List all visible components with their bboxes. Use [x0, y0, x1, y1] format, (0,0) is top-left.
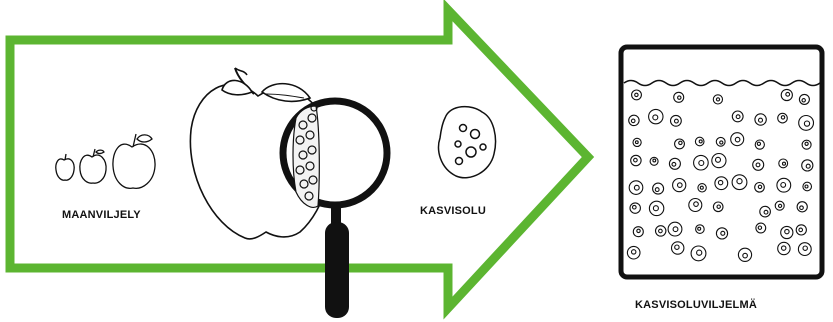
culture-cell-nucleus — [633, 205, 637, 209]
culture-cell-nucleus — [757, 142, 760, 145]
culture-cell-nucleus — [716, 157, 721, 162]
culture-cell-nucleus — [721, 231, 725, 235]
culture-cell-nucleus — [672, 162, 676, 166]
culture-cell-nucleus — [806, 164, 810, 168]
culture-cell-nucleus — [634, 185, 639, 190]
culture-cell-nucleus — [637, 229, 640, 232]
culture-cell-nucleus — [764, 210, 768, 214]
culture-cell-nucleus — [781, 183, 786, 188]
small-apples-icon — [56, 134, 155, 188]
culture-cell-nucleus — [655, 188, 659, 192]
culture-cell-nucleus — [675, 245, 679, 249]
culture-cell-nucleus — [699, 161, 704, 166]
culture-cell-nucleus — [758, 226, 761, 229]
culture-cell-nucleus — [673, 227, 678, 232]
culture-cell-nucleus — [678, 96, 681, 99]
label-plant-cell-culture: KASVISOLUVILJELMÄ — [635, 299, 757, 311]
culture-cell-nucleus — [653, 206, 658, 211]
culture-cell-nucleus — [634, 158, 638, 162]
culture-cell-nucleus — [699, 140, 702, 143]
culture-cell-nucleus — [697, 250, 702, 255]
culture-cell-nucleus — [735, 137, 740, 142]
culture-cell-nucleus — [758, 185, 761, 188]
magnifier-neck — [331, 204, 341, 224]
cell-culture-container-icon — [621, 47, 822, 277]
culture-cell-nucleus — [635, 141, 638, 144]
culture-cell-nucleus — [679, 141, 682, 144]
culture-cell-nucleus — [756, 163, 760, 167]
culture-cell-nucleus — [802, 99, 805, 102]
culture-cell-nucleus — [632, 250, 636, 254]
culture-cell-nucleus — [675, 119, 679, 123]
culture-cell-nucleus — [736, 115, 740, 119]
culture-cell-nucleus — [803, 246, 807, 250]
culture-cell-nucleus — [786, 92, 790, 96]
culture-cell-nucleus — [737, 179, 742, 184]
culture-cell-nucleus — [700, 186, 703, 189]
culture-cell-nucleus — [716, 98, 719, 101]
culture-cell-nucleus — [799, 228, 803, 232]
magnifier-handle — [325, 222, 349, 318]
culture-cell-nucleus — [783, 162, 786, 165]
culture-cell-nucleus — [631, 119, 635, 123]
culture-cell-nucleus — [804, 121, 809, 126]
culture-cell-nucleus — [781, 116, 784, 119]
culture-cell-nucleus — [653, 159, 656, 162]
label-plant-cell: KASVISOLU — [420, 205, 486, 217]
culture-cell-nucleus — [659, 229, 663, 233]
culture-cell-nucleus — [718, 180, 722, 184]
culture-cell-nucleus — [782, 246, 786, 250]
culture-cell-nucleus — [800, 206, 804, 210]
culture-cell-nucleus — [678, 183, 683, 188]
culture-cell-nucleus — [759, 118, 763, 122]
culture-cell-nucleus — [694, 202, 699, 207]
culture-cell-nucleus — [635, 93, 638, 96]
culture-cell-nucleus — [653, 115, 658, 120]
magnified-cells — [293, 105, 319, 207]
culture-cell-nucleus — [805, 185, 808, 188]
plant-cell-icon — [439, 107, 496, 178]
label-agriculture: MAANVILJELY — [62, 209, 141, 221]
culture-cell-nucleus — [717, 205, 720, 208]
culture-cell-nucleus — [805, 142, 808, 145]
culture-cell-nucleus — [743, 253, 748, 258]
culture-cell-nucleus — [698, 227, 701, 230]
culture-cell-nucleus — [720, 141, 723, 144]
culture-cell-nucleus — [785, 229, 789, 233]
culture-cell-nucleus — [779, 204, 782, 207]
